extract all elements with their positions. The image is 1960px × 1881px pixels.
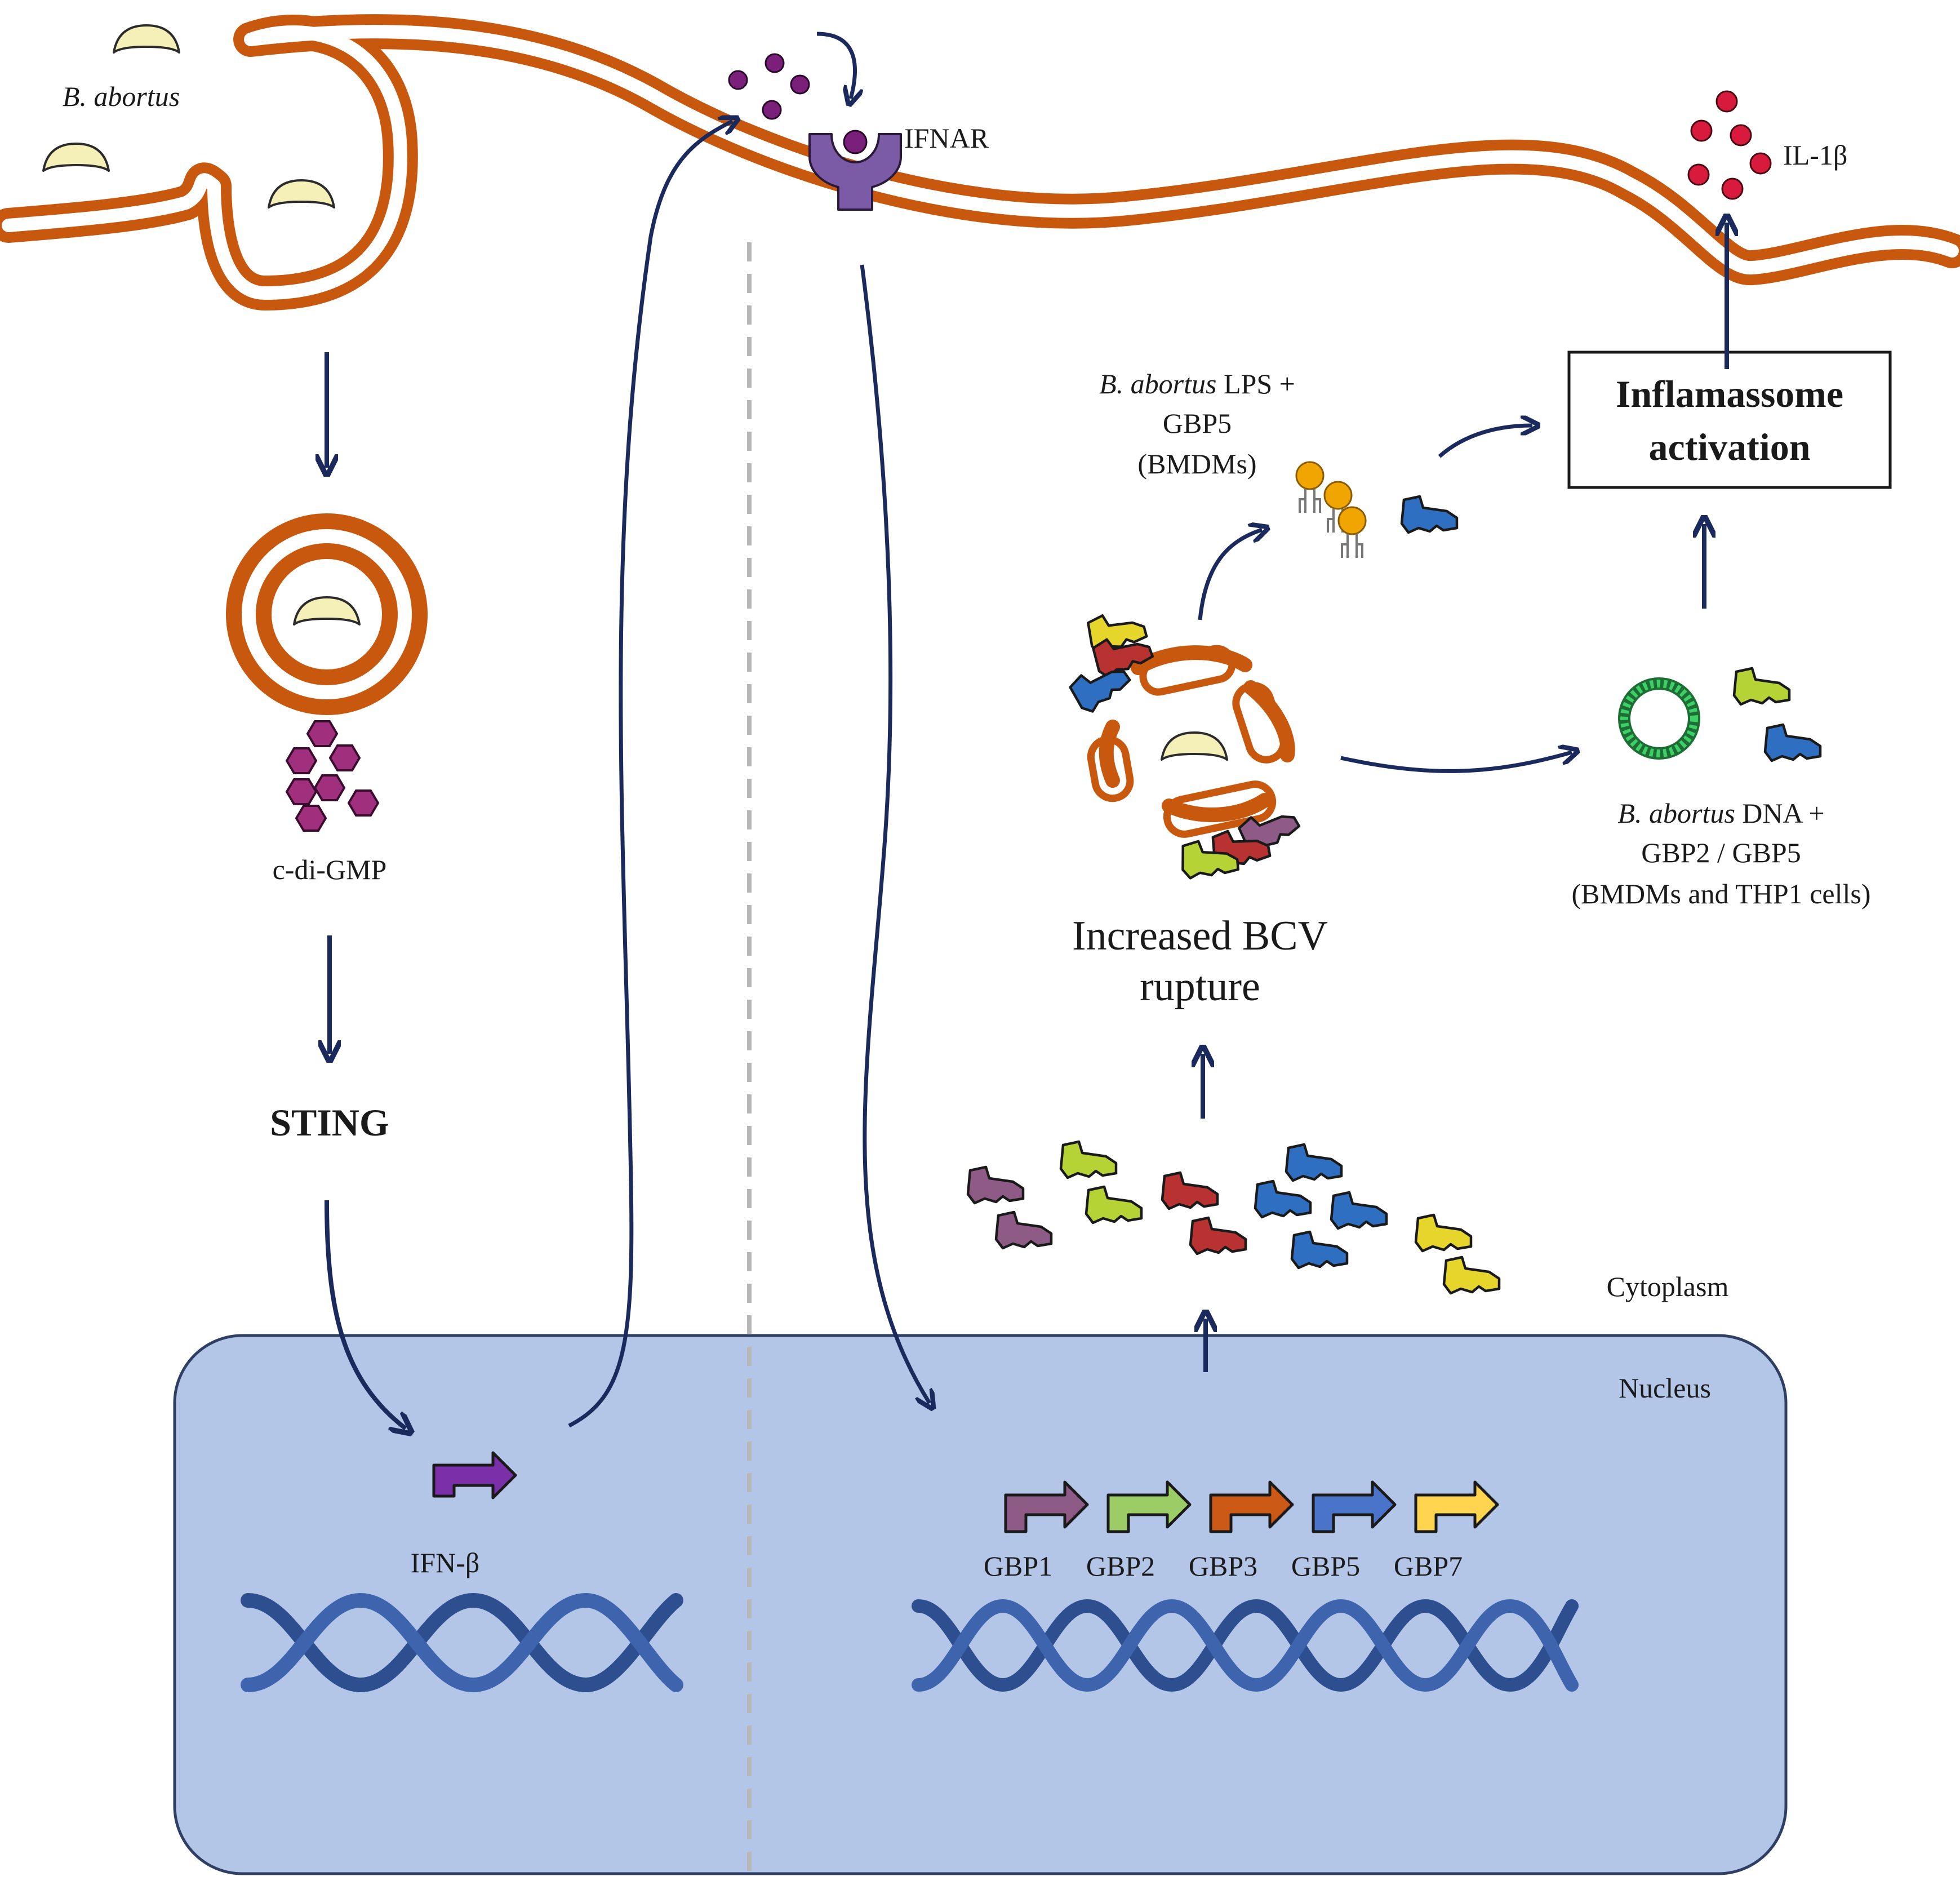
gbp1-protein-icon: [996, 1212, 1051, 1248]
arrow-ifnar-to-nucleus: [860, 264, 930, 1403]
bacterium-icon: [42, 143, 110, 172]
gbp2-protein-icon: [1734, 668, 1789, 704]
lps-molecules-icon: [1295, 461, 1367, 559]
bacterial-dna-icon: [1618, 677, 1700, 760]
ruptured-bcv-icon: [1087, 645, 1287, 838]
bacterium-icon: [113, 24, 180, 54]
gbp2-protein-icon: [1086, 1187, 1141, 1223]
gbp-proteins-cluster: [968, 1142, 1499, 1293]
ifnar-label: IFNAR: [904, 122, 989, 154]
gbp1-gene-icon: [1004, 1480, 1089, 1533]
c-di-gmp-icon: [286, 720, 379, 832]
gbp2-gene-icon: [1106, 1480, 1192, 1533]
gbp5-protein-icon: [1292, 1232, 1347, 1268]
lps-gbp5-label: (BMDMs): [1137, 448, 1256, 480]
cytoplasm-label: Cytoplasm: [1607, 1271, 1729, 1302]
arrow-sting-to-ifnb: [325, 1200, 406, 1429]
gbp5-protein-icon: [1255, 1181, 1310, 1217]
gbp7-protein-icon: [1444, 1257, 1499, 1293]
gbp3-protein-icon: [1162, 1173, 1217, 1209]
bacterium-label: B. abortus: [63, 81, 180, 112]
lps-gbp5-label: B. abortus LPS +: [1099, 368, 1295, 400]
gbp7-protein-icon: [1416, 1215, 1471, 1251]
plasma-membrane: [0, 14, 1960, 310]
gbp-gene-row: GBP1 GBP2 GBP3 GBP5 GBP7: [984, 1480, 1499, 1582]
il1b-particles-icon: [1687, 90, 1772, 200]
dna-gbp-label: (BMDMs and THP1 cells): [1571, 878, 1870, 910]
ifnar-receptor-icon: [808, 130, 902, 211]
dna-gbp-label: B. abortus DNA +: [1617, 797, 1824, 829]
gbp7-gene-label: GBP7: [1394, 1550, 1463, 1582]
arrow-ifn-to-receptor: [816, 32, 855, 99]
ifn-beta-label: IFN-β: [411, 1547, 480, 1578]
bacterium-icon: [293, 596, 361, 625]
gbp1-gene-label: GBP1: [984, 1550, 1052, 1582]
gbp3-gene-icon: [1209, 1480, 1294, 1533]
gbp5-gene-icon: [1312, 1480, 1397, 1533]
ifn-beta-gene-icon: [432, 1451, 517, 1500]
gbp7-gene-icon: [1414, 1480, 1499, 1533]
bcv-rupture-label: Increased BCV: [1072, 913, 1328, 959]
gbp5-protein-icon: [1286, 1144, 1341, 1181]
gbp3-protein-icon: [1190, 1218, 1246, 1254]
gbp5-protein-icon: [1331, 1192, 1386, 1228]
dna-helix-icon: [912, 1599, 1579, 1692]
il1b-label: IL-1β: [1783, 139, 1847, 171]
arrow-ifnb-secretion: [568, 121, 732, 1428]
gbp2-protein-icon: [1061, 1142, 1116, 1178]
bacterium-icon: [268, 179, 335, 208]
dna-gbp-label: GBP2 / GBP5: [1641, 837, 1801, 868]
c-di-gmp-label: c-di-GMP: [273, 854, 387, 885]
nucleus: [173, 1334, 1788, 1875]
nucleus-label: Nucleus: [1619, 1372, 1711, 1404]
dna-helix-icon: [241, 1592, 683, 1693]
arrow-bcv-to-dna: [1340, 752, 1572, 773]
sting-label: STING: [270, 1101, 389, 1144]
bacterial-vacuole: [226, 513, 428, 715]
inflammasome-box: [1567, 351, 1892, 489]
gbp2-gene-label: GBP2: [1086, 1550, 1155, 1582]
gbp5-gene-label: GBP5: [1291, 1550, 1360, 1582]
bcv-rupture-label: rupture: [1140, 964, 1260, 1010]
gbp5-protein-icon: [1765, 725, 1820, 761]
gbp1-protein-icon: [968, 1167, 1023, 1203]
lps-gbp5-label: GBP5: [1163, 407, 1232, 439]
gbp3-gene-label: GBP3: [1189, 1550, 1257, 1582]
inflammasome-label: activation: [1648, 425, 1810, 468]
arrow-lps-to-inflammasome: [1438, 425, 1532, 458]
arrow-bcv-to-lps: [1198, 530, 1262, 620]
ifn-beta-particles-icon: [728, 53, 810, 120]
inflammasome-label: Inflamassome: [1616, 372, 1843, 415]
bacterium-icon: [1161, 731, 1228, 761]
gbp5-protein-icon: [1402, 496, 1457, 533]
